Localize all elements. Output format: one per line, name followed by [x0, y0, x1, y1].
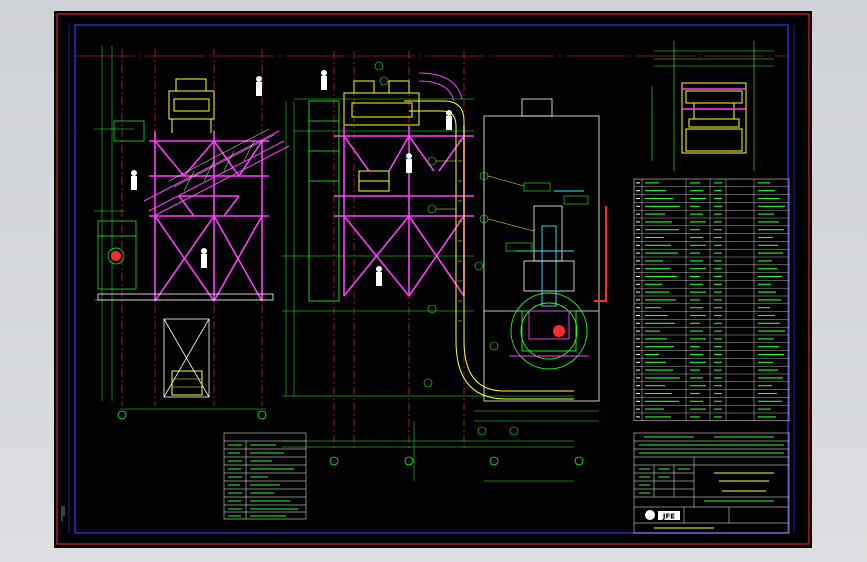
left-elevation-view — [94, 46, 290, 420]
drawing-sheet[interactable]: JFE — [54, 11, 812, 548]
outer-frame — [56, 13, 810, 545]
bucket-elevator-section — [374, 61, 607, 482]
spec-table — [223, 432, 307, 520]
cad-drawing: JFE — [56, 13, 810, 545]
title-block — [633, 432, 790, 534]
company-logo: JFE — [645, 510, 680, 521]
detail-view — [651, 41, 774, 171]
inner-frame — [74, 24, 789, 534]
parts-list — [633, 178, 790, 422]
center-elevation-view — [282, 51, 584, 466]
logo-text: JFE — [662, 513, 675, 521]
